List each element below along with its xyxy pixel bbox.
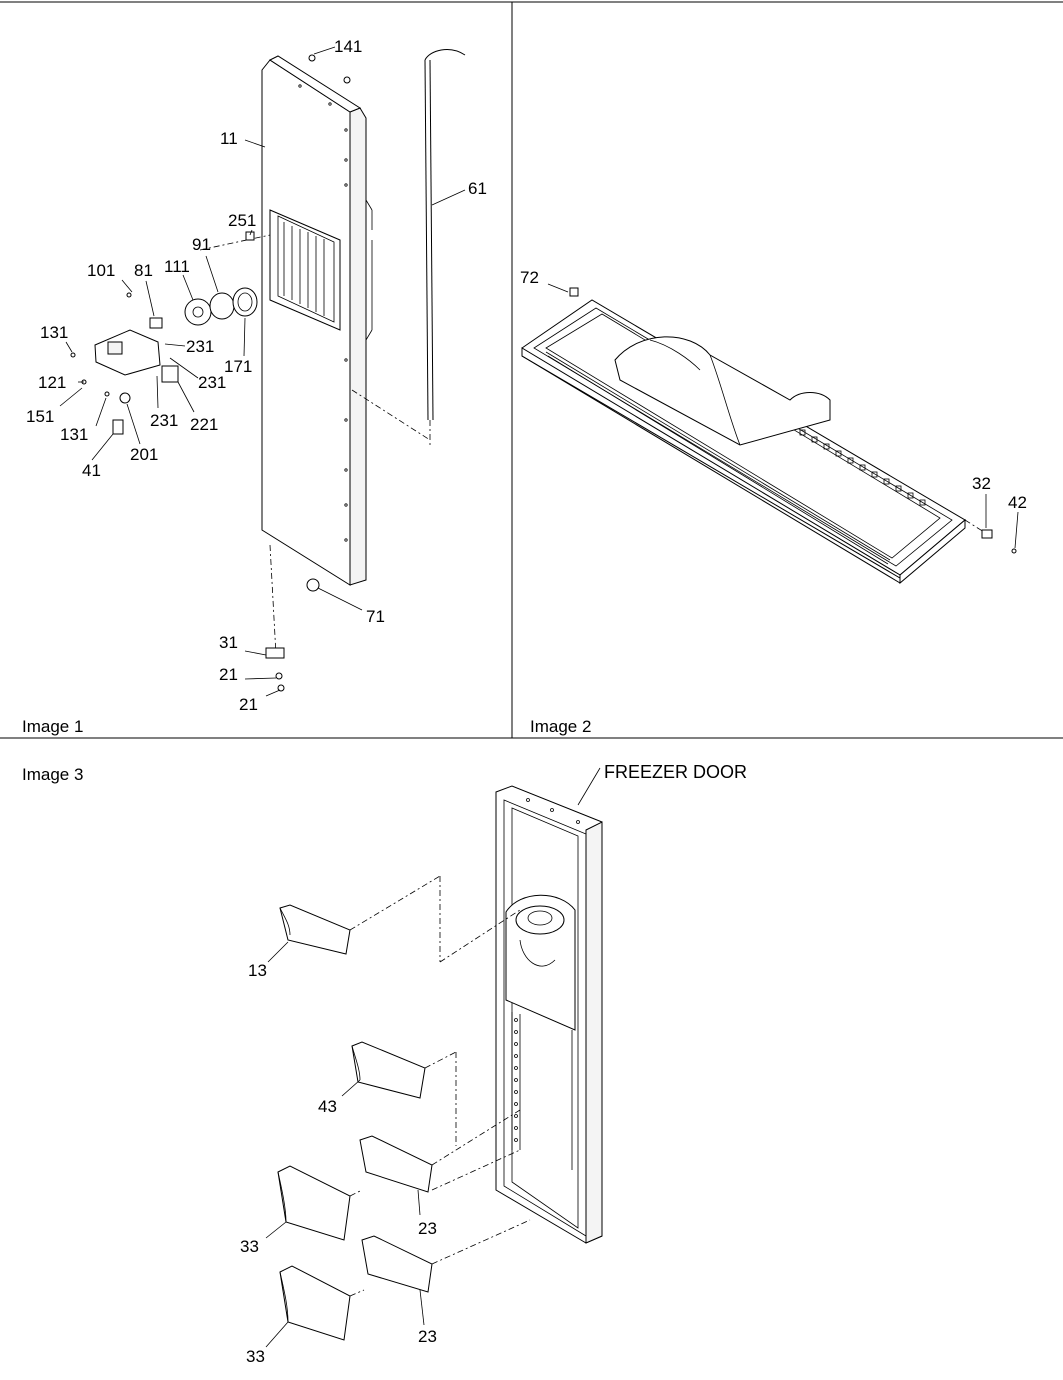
image-1-leader-lines xyxy=(59,46,466,697)
image-3-freezer-door: FREEZER DOOR 13 43 23 33 23 33 xyxy=(240,762,747,1366)
callout-91: 91 xyxy=(192,235,211,254)
panel-label-image-1: Image 1 xyxy=(22,717,83,736)
label-freezer-door: FREEZER DOOR xyxy=(604,762,747,782)
callout-23-lower: 23 xyxy=(418,1327,437,1346)
callout-32: 32 xyxy=(972,474,991,493)
callout-141: 141 xyxy=(334,37,362,56)
callout-231-mid: 231 xyxy=(198,373,226,392)
panel-label-image-2: Image 2 xyxy=(530,717,591,736)
image-3-guide-lines xyxy=(349,875,531,1297)
callout-171: 171 xyxy=(224,357,252,376)
callout-121: 121 xyxy=(38,373,66,392)
part-111-disc xyxy=(184,298,212,326)
part-121-valve xyxy=(94,329,161,376)
callout-151: 151 xyxy=(26,407,54,426)
callout-131-top: 131 xyxy=(40,323,68,342)
callout-21-low: 21 xyxy=(239,695,258,714)
water-tube-top xyxy=(424,49,466,61)
water-tube xyxy=(424,59,429,421)
callout-33-lower: 33 xyxy=(246,1347,265,1366)
freezer-door-rails xyxy=(511,798,580,1170)
callout-201: 201 xyxy=(130,445,158,464)
door-panel-side xyxy=(349,107,367,586)
callout-72: 72 xyxy=(520,268,539,287)
callout-61: 61 xyxy=(468,179,487,198)
image-2-door-top-panel: 72 32 42 xyxy=(520,268,1027,585)
part-81-bracket xyxy=(149,317,163,329)
callout-231-top: 231 xyxy=(186,337,214,356)
callout-41: 41 xyxy=(82,461,101,480)
part-251-clip xyxy=(245,231,255,241)
callout-43: 43 xyxy=(318,1097,337,1116)
callout-71: 71 xyxy=(366,607,385,626)
part-32-fastener xyxy=(981,529,993,539)
bin-13 xyxy=(279,904,351,955)
callout-101: 101 xyxy=(87,261,115,280)
part-91-disc xyxy=(209,292,235,320)
part-71-plug xyxy=(306,578,320,592)
panel-frames xyxy=(0,1,1063,739)
part-221-switch xyxy=(161,365,179,383)
callout-111: 111 xyxy=(164,257,190,276)
callout-33-upper: 33 xyxy=(240,1237,259,1256)
callout-42: 42 xyxy=(1008,493,1027,512)
panel-label-image-3: Image 3 xyxy=(22,765,83,784)
tray-slots xyxy=(799,429,926,506)
part-41-nozzle xyxy=(112,419,124,435)
callout-231-low: 231 xyxy=(150,411,178,430)
bin-33-upper xyxy=(277,1165,351,1241)
callout-13: 13 xyxy=(248,961,267,980)
bin-43 xyxy=(351,1041,426,1099)
door-panel-top xyxy=(268,55,362,113)
callout-23-upper: 23 xyxy=(418,1219,437,1238)
callout-31: 31 xyxy=(219,633,238,652)
door-screw-holes xyxy=(298,84,348,542)
dispenser-ribs xyxy=(283,222,325,316)
bin-33-lower xyxy=(279,1265,351,1341)
part-31-hinge xyxy=(265,647,285,659)
image-3-leader-lines xyxy=(265,941,425,1348)
callout-131-low: 131 xyxy=(60,425,88,444)
callout-11: 11 xyxy=(220,129,238,148)
part-72-fastener xyxy=(569,287,579,297)
bin-23-lower xyxy=(361,1235,433,1293)
part-171-ring xyxy=(232,287,258,317)
callout-21-top: 21 xyxy=(219,665,238,684)
callout-251: 251 xyxy=(228,211,256,230)
image-1-fresh-food-door: 141 11 61 251 91 101 81 111 131 231 171 … xyxy=(26,37,487,714)
bin-23-upper xyxy=(359,1135,433,1193)
callout-81: 81 xyxy=(134,261,153,280)
callout-221: 221 xyxy=(190,415,218,434)
part-201-fitting xyxy=(119,392,131,404)
